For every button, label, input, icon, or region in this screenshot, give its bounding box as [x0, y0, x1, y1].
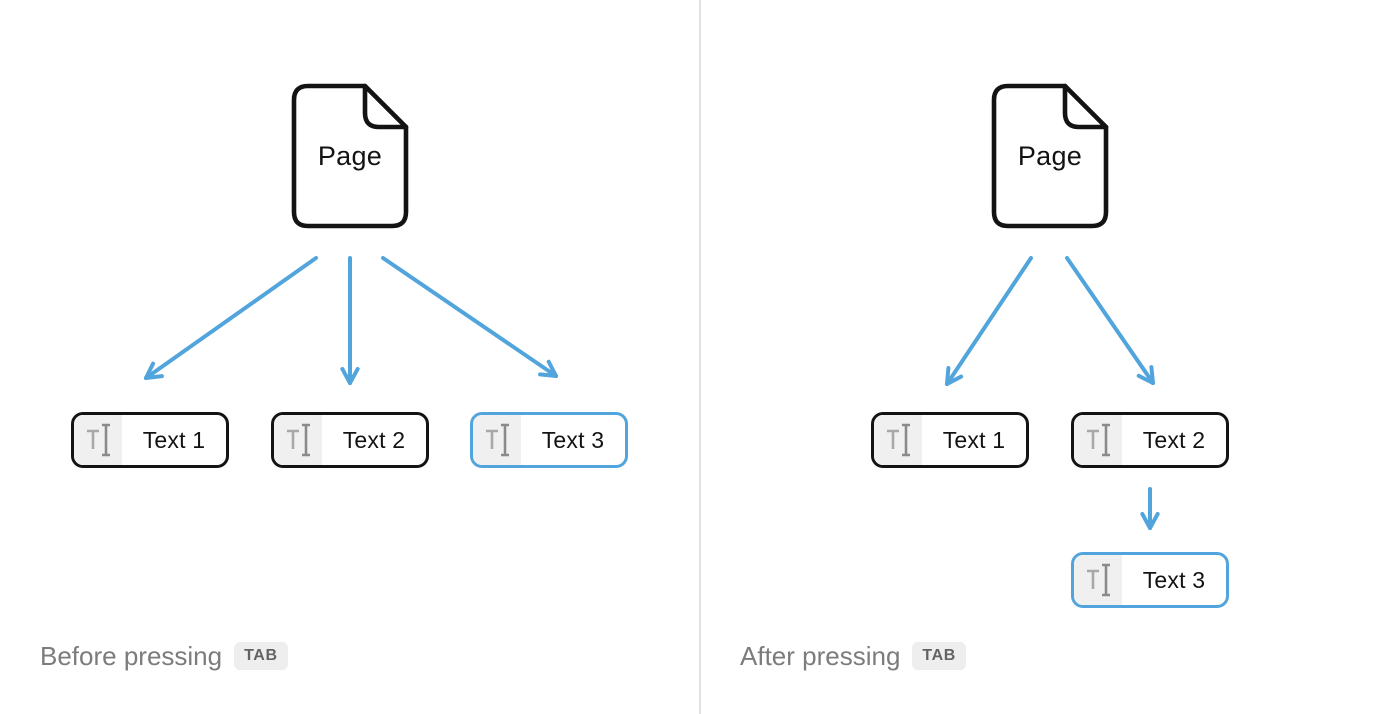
- caption-before: Before pressing TAB: [40, 640, 288, 672]
- text-cursor-icon: [887, 423, 910, 457]
- page-icon: Page: [291, 83, 409, 229]
- caption-after: After pressing TAB: [740, 640, 966, 672]
- text-block-icon-cell: [274, 415, 322, 465]
- text-block-label: Text 2: [342, 426, 406, 453]
- caption-text: Before pressing: [40, 640, 223, 671]
- text-cursor-icon: [1087, 423, 1110, 457]
- text-block-icon-cell: [874, 415, 922, 465]
- text-block-2: Text 2: [1071, 412, 1229, 468]
- page-label: Page: [317, 140, 383, 171]
- text-block-2: Text 2: [271, 412, 429, 468]
- panel-divider: [699, 0, 701, 714]
- text-block-label: Text 1: [142, 426, 206, 453]
- text-block-label: Text 2: [1142, 426, 1206, 453]
- text-block-label: Text 3: [541, 426, 605, 453]
- text-cursor-icon: [87, 423, 110, 457]
- text-block-1: Text 1: [871, 412, 1029, 468]
- text-block-1: Text 1: [71, 412, 229, 468]
- text-cursor-icon: [1087, 563, 1110, 597]
- text-block-icon-cell: [1074, 555, 1122, 605]
- text-block-icon-cell: [473, 415, 521, 465]
- page-icon: Page: [991, 83, 1109, 229]
- document-icon: [991, 83, 1109, 229]
- text-cursor-icon: [287, 423, 310, 457]
- page-label: Page: [1017, 140, 1083, 171]
- text-block-label: Text 3: [1142, 566, 1206, 593]
- text-block-icon-cell: [1074, 415, 1122, 465]
- text-block-label: Text 1: [942, 426, 1006, 453]
- text-block-3-selected: Text 3: [470, 412, 628, 468]
- text-cursor-icon: [486, 423, 509, 457]
- tab-key-badge: TAB: [912, 642, 966, 670]
- text-block-3-selected-indented: Text 3: [1071, 552, 1229, 608]
- text-block-icon-cell: [74, 415, 122, 465]
- caption-text: After pressing: [740, 640, 901, 671]
- tab-key-badge: TAB: [234, 642, 288, 670]
- document-icon: [291, 83, 409, 229]
